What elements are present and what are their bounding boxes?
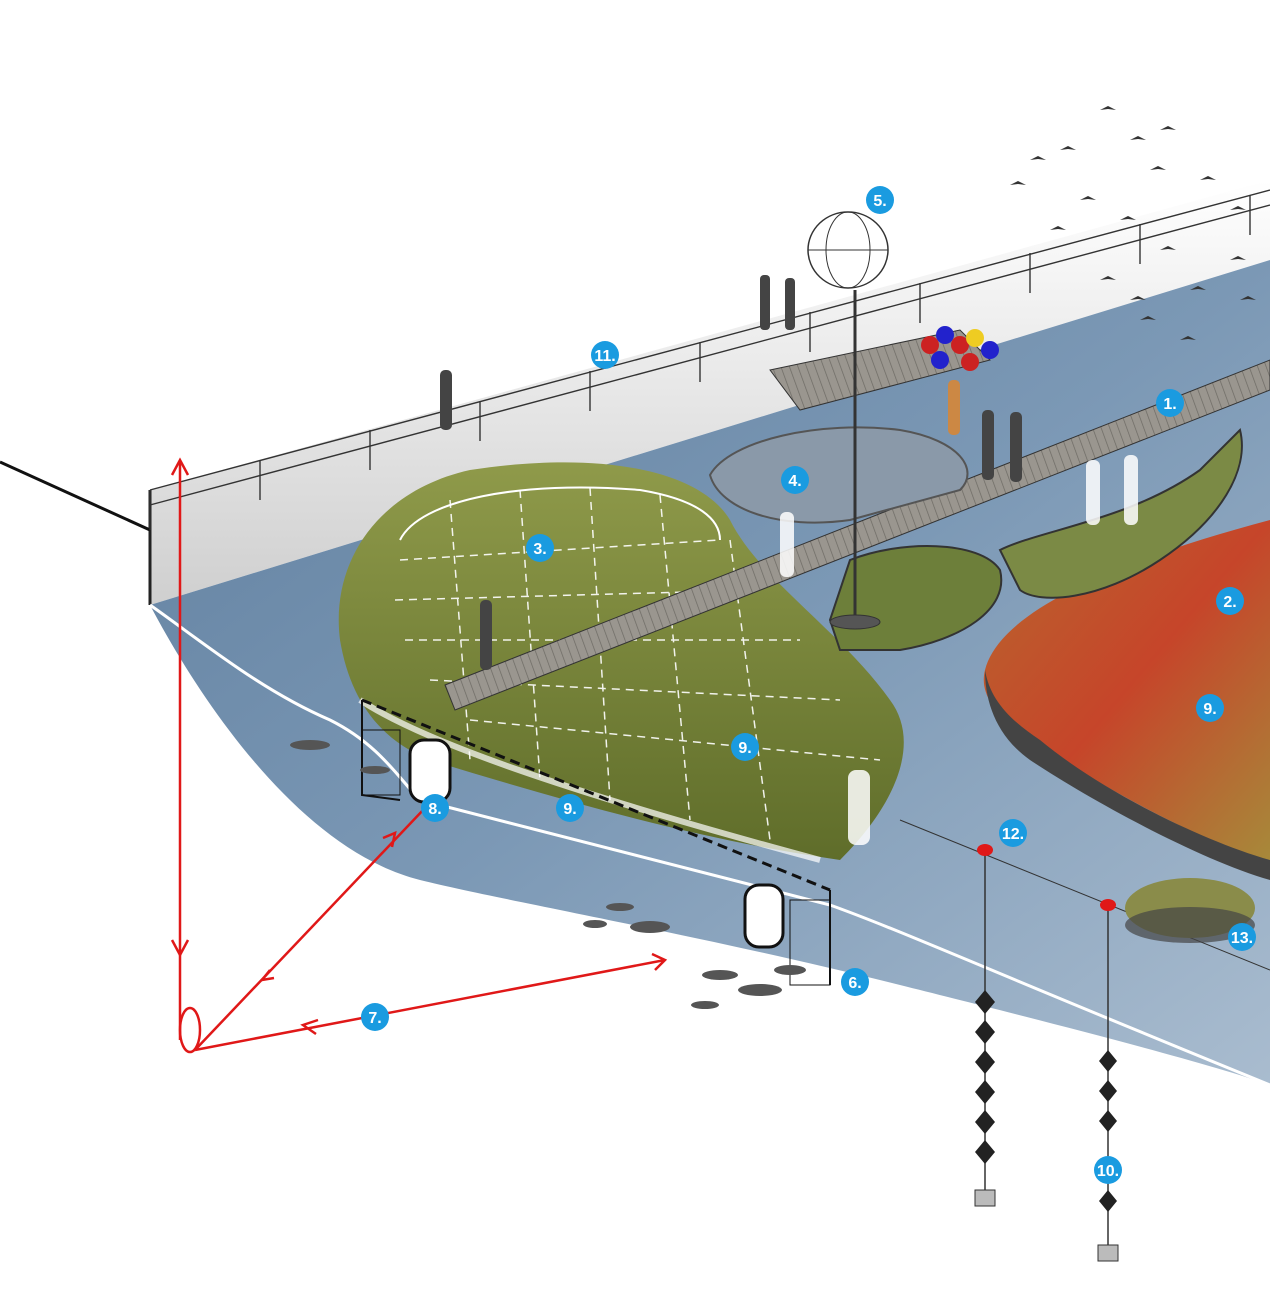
svg-text:10.: 10.	[1097, 1163, 1119, 1180]
svg-text:8.: 8.	[428, 801, 441, 818]
people-silhouettes	[440, 275, 1022, 670]
marker-13[interactable]: 13.	[1228, 923, 1256, 951]
promenade-railing	[149, 189, 1270, 530]
marker-11[interactable]: 11.	[591, 341, 619, 369]
reed-island	[338, 462, 904, 863]
svg-text:9.: 9.	[738, 740, 751, 757]
svg-text:13.: 13.	[1231, 930, 1253, 947]
bird-island	[1125, 878, 1255, 943]
marker-10[interactable]: 10.	[1094, 1156, 1122, 1184]
marker-2[interactable]: 2.	[1216, 587, 1244, 615]
marker-8[interactable]: 8.	[421, 794, 449, 822]
marker-6[interactable]: 6.	[841, 968, 869, 996]
wind-sculpture	[807, 211, 889, 630]
svg-text:9.: 9.	[1203, 701, 1216, 718]
svg-text:11.: 11.	[594, 348, 615, 365]
float-frame	[361, 698, 831, 986]
flow-arrows	[170, 457, 668, 1054]
callout-markers: 1. 2. 3. 4. 5. 6. 7. 8. 9. 9. 9. 10. 11.…	[361, 186, 1256, 1184]
svg-text:5.: 5.	[873, 193, 886, 210]
balloon-cluster	[921, 326, 999, 371]
fish-group	[290, 740, 806, 1009]
svg-text:9.: 9.	[563, 801, 576, 818]
marker-5[interactable]: 5.	[866, 186, 894, 214]
flower-island	[983, 520, 1270, 880]
marker-9-reeds[interactable]: 9.	[731, 733, 759, 761]
svg-text:1.: 1.	[1163, 396, 1176, 413]
marker-4[interactable]: 4.	[781, 466, 809, 494]
svg-text:12.: 12.	[1002, 826, 1024, 843]
svg-text:7.: 7.	[368, 1010, 381, 1027]
marker-12[interactable]: 12.	[999, 819, 1027, 847]
boardwalk	[444, 329, 1270, 711]
buoy-anchors	[899, 819, 1270, 1262]
marker-9-flowers[interactable]: 9.	[1196, 694, 1224, 722]
marker-7[interactable]: 7.	[361, 1003, 389, 1031]
ghost-figures	[780, 455, 1138, 845]
svg-text:3.: 3.	[533, 541, 546, 558]
marker-3[interactable]: 3.	[526, 534, 554, 562]
marker-9-frame[interactable]: 9.	[556, 794, 584, 822]
svg-text:2.: 2.	[1223, 594, 1236, 611]
marker-1[interactable]: 1.	[1156, 389, 1184, 417]
svg-text:4.: 4.	[788, 473, 801, 490]
svg-text:6.: 6.	[848, 975, 861, 992]
